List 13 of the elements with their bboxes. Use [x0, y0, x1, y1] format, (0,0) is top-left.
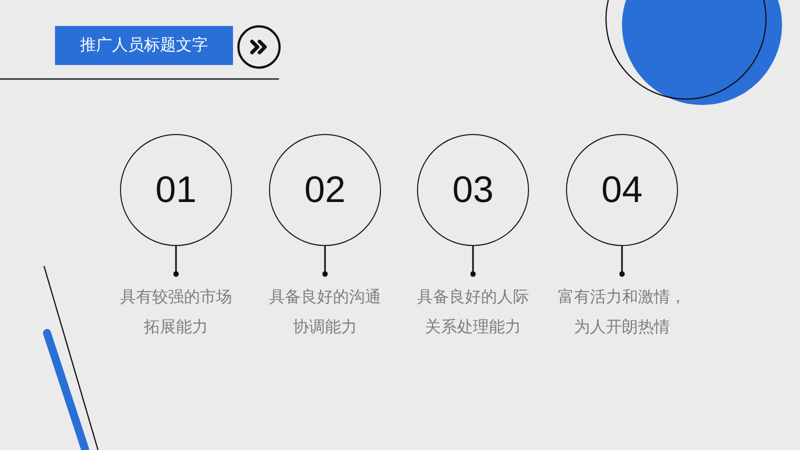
- description-text: 具备良好的沟通协调能力: [265, 282, 385, 342]
- stem-line: [619, 246, 625, 277]
- number-circle: 04: [566, 134, 678, 246]
- number-circle: 01: [120, 134, 232, 246]
- stem-line: [470, 246, 476, 277]
- stem-line: [322, 246, 328, 277]
- stem-line: [173, 246, 179, 277]
- description-text: 具备良好的人际关系处理能力: [413, 282, 533, 342]
- description-text: 富有活力和激情，为人开朗热情: [554, 282, 690, 342]
- number-circle: 02: [269, 134, 381, 246]
- description-text: 具有较强的市场拓展能力: [116, 282, 236, 342]
- number-circle: 03: [417, 134, 529, 246]
- title-box: 推广人员标题文字: [55, 26, 233, 65]
